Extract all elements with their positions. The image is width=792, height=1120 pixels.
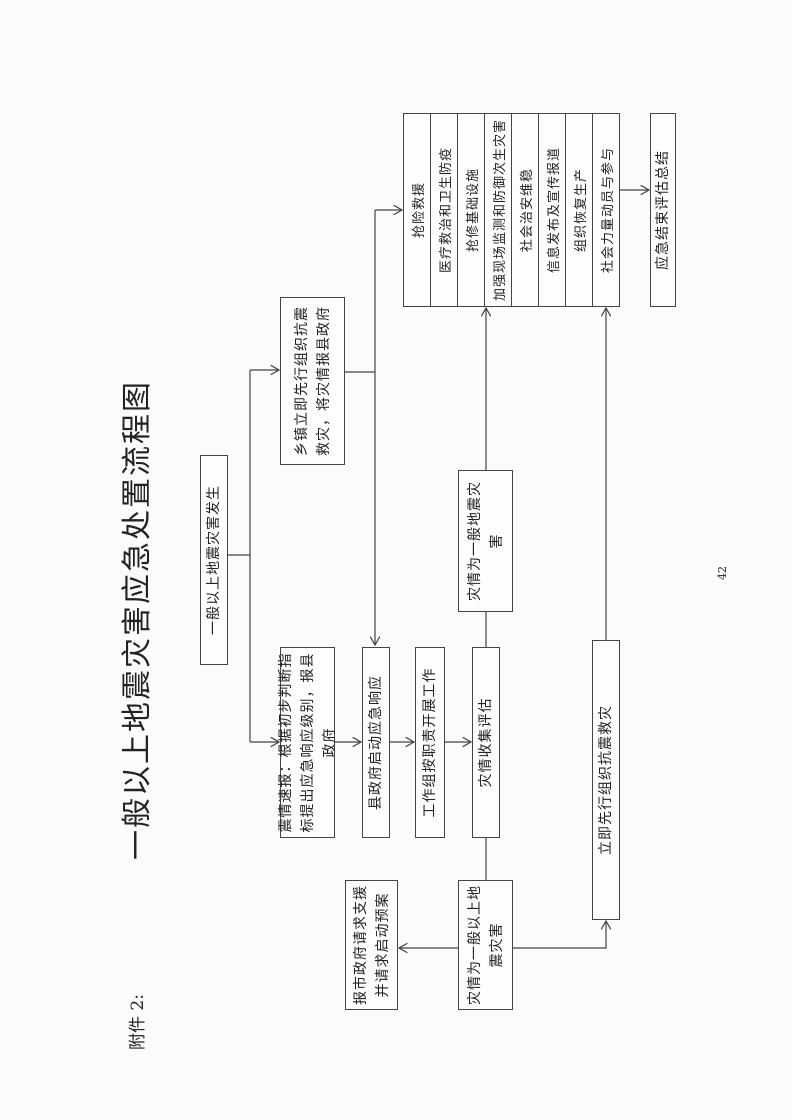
node-immediate: 立即先行组织抗震救灾 <box>592 640 620 920</box>
node-county-response: 县政府启动应急响应 <box>362 647 390 838</box>
node-general: 灾情为一般地震灾害 <box>458 470 513 612</box>
node-above-general: 灾情为一般以上地震灾害 <box>458 880 513 1010</box>
task-item: 组织恢复生产 <box>566 114 593 306</box>
line-above-to-immediate <box>513 921 606 949</box>
task-item: 加强现场监测和防御次生灾害 <box>485 114 512 306</box>
node-end: 应急结束评估总结 <box>650 113 676 307</box>
node-township: 乡镇立即先行组织抗震救灾，将灾情报县政府 <box>280 297 345 465</box>
task-item: 信息发布及宣传报道 <box>539 114 566 306</box>
page-number: 42 <box>716 566 729 580</box>
task-item: 社会力量动员与参与 <box>600 147 616 274</box>
task-item: 抢险救援 <box>404 114 431 306</box>
node-work-groups: 工作组按职责开展工作 <box>415 647 445 838</box>
node-assessment: 灾情收集评估 <box>472 647 500 838</box>
task-item: 社会治安维稳 <box>512 114 539 306</box>
task-list: 抢险救援 医疗救治和卫生防疫 抢修基础设施 加强现场监测和防御次生灾害 社会治安… <box>403 113 620 307</box>
node-quick-report: 震情速报：根据初步判断指标提出应急响应级别，报县政府 <box>278 647 338 838</box>
node-occur: 一般以上地震灾害发生 <box>200 455 228 665</box>
task-item: 抢修基础设施 <box>458 114 485 306</box>
task-item: 医疗救治和卫生防疫 <box>431 114 458 306</box>
node-city-request: 报市政府请求支援并请求启动预案 <box>345 880 398 1010</box>
